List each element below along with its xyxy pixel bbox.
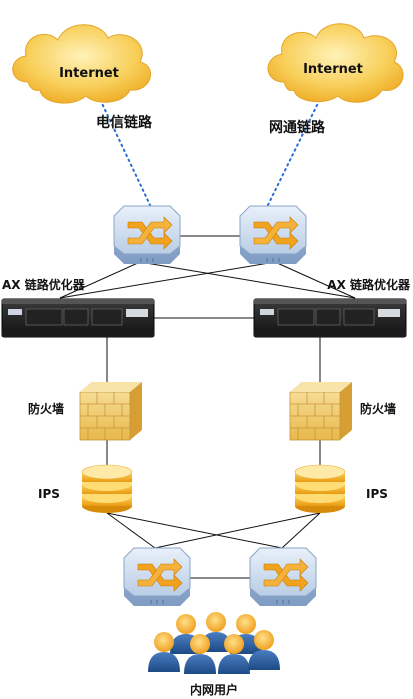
users-icon [148, 612, 280, 674]
firewall-icon [79, 381, 143, 441]
ax-optimizer-left [1, 298, 155, 338]
ax-right-label: AX 链路优化器 [327, 277, 411, 292]
ips-icon [294, 464, 346, 514]
users-label: 内网用户 [190, 682, 238, 697]
ax-left-label: AX 链路优化器 [2, 277, 86, 292]
cloud-label: Internet [59, 66, 119, 81]
cloud-icon [12, 24, 151, 104]
link-label-right: 网通链路 [269, 119, 326, 136]
switch-bottom-right [249, 547, 317, 607]
dotted-links [97, 94, 323, 206]
switch-bottom-left [123, 547, 191, 607]
cloud-label: Internet [303, 62, 363, 77]
ips-right [294, 464, 346, 514]
switch-top-right [239, 205, 307, 265]
internet-cloud-right: Internet [267, 23, 404, 103]
intranet-users: 内网用户 [148, 612, 280, 697]
ax-optimizer-right [253, 298, 407, 338]
firewall-icon [289, 381, 353, 441]
switch-icon [239, 205, 307, 265]
switch-icon [123, 547, 191, 607]
solid-links [59, 235, 356, 579]
ips-left-label: IPS [38, 487, 60, 501]
switch-icon [249, 547, 317, 607]
firewall-right [289, 381, 353, 441]
ax-device-icon [1, 298, 155, 338]
ips-icon [81, 464, 133, 514]
link-right-internet [267, 94, 323, 206]
link-left-internet [97, 94, 151, 206]
ips-left [81, 464, 133, 514]
firewall-right-label: 防火墙 [360, 401, 396, 416]
firewall-left [79, 381, 143, 441]
switch-icon [113, 205, 181, 265]
ips-right-label: IPS [366, 487, 388, 501]
cloud-icon [267, 23, 404, 103]
ax-device-icon [253, 298, 407, 338]
internet-cloud-left: Internet [12, 24, 151, 104]
switch-top-left [113, 205, 181, 265]
firewall-left-label: 防火墙 [28, 401, 64, 416]
link-label-left: 电信链路 [96, 114, 153, 131]
